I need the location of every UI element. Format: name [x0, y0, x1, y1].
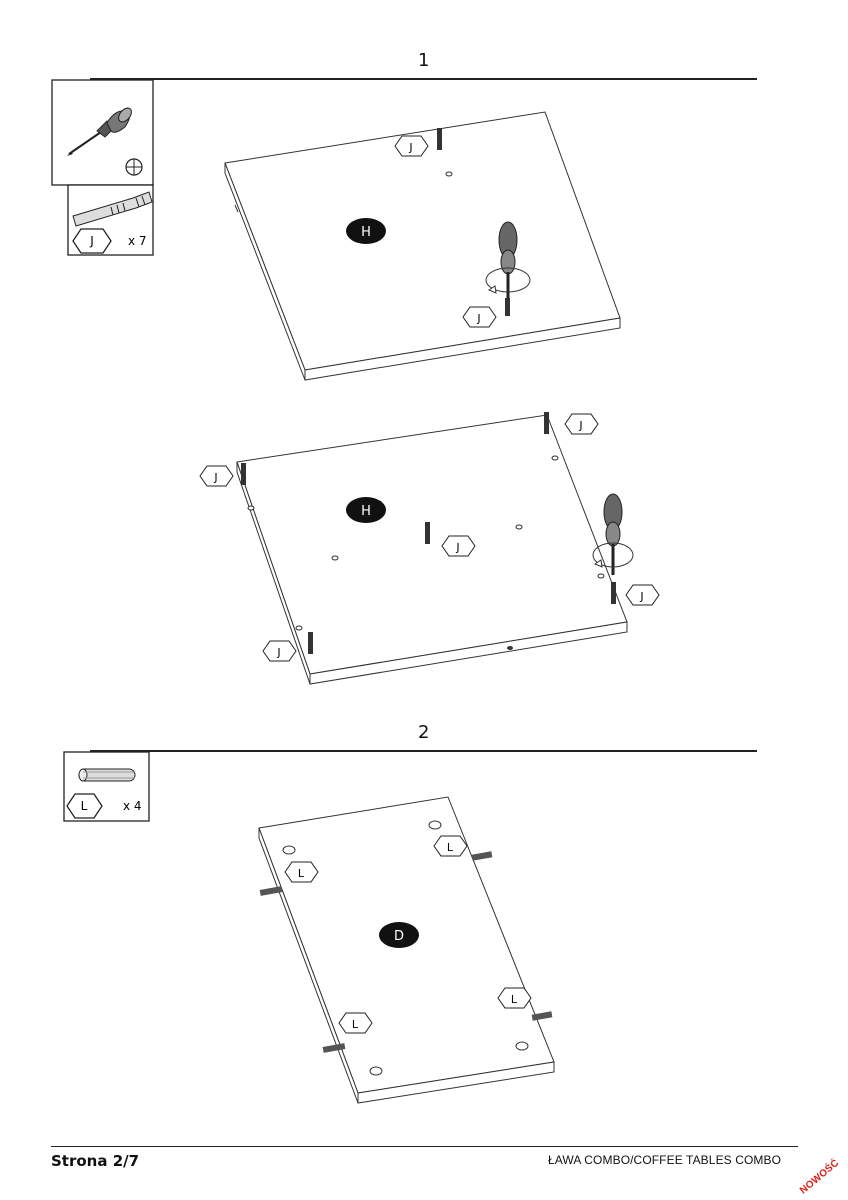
- diagram-step1-bottom: H J J J J J: [199, 412, 660, 685]
- diagram-step2: D L L L L: [258, 796, 555, 1104]
- panel-label-badge: [346, 218, 386, 244]
- step-number-1: 1: [418, 50, 430, 71]
- callout-j-bottom: J: [476, 312, 480, 325]
- step-2-divider: [90, 750, 757, 752]
- part-qty-l: x 4: [123, 799, 142, 813]
- parts-box-2: L x 4: [63, 751, 150, 822]
- part-label-l: L: [81, 799, 88, 813]
- callout-j-top: J: [408, 141, 412, 154]
- callout-j-5: J: [276, 646, 280, 659]
- footer-divider: [51, 1146, 798, 1147]
- panel-label-h: H: [361, 225, 371, 240]
- callout-l-2: L: [298, 867, 305, 880]
- screwdriver-illustration: [485, 221, 531, 316]
- step-1-divider: [90, 78, 757, 80]
- callout-l-3: L: [511, 993, 518, 1006]
- page-number: Strona 2/7: [51, 1152, 140, 1170]
- part-label-hexagon: [72, 228, 112, 254]
- phillips-cross-icon: [125, 158, 143, 176]
- callout-j-2: J: [213, 471, 217, 484]
- panel-label-h: H: [361, 504, 371, 519]
- step-number-2: 2: [418, 722, 430, 743]
- callout-j-4: J: [639, 590, 643, 603]
- part-label-j: J: [89, 234, 94, 248]
- phillips-screwdriver-icon: [67, 107, 132, 156]
- callout-j-1: J: [578, 419, 582, 432]
- dowel-j-icon: [72, 191, 153, 227]
- product-title: ŁAWA COMBO/COFFEE TABLES COMBO: [548, 1153, 782, 1167]
- panel-label-d: D: [394, 929, 404, 944]
- callout-j-3: J: [455, 541, 459, 554]
- new-stamp: NOWOŚĆ: [798, 1157, 842, 1197]
- callout-l-4: L: [352, 1018, 359, 1031]
- diagram-step1-top: H J J: [224, 111, 621, 381]
- part-qty-j: x 7: [128, 234, 147, 248]
- callout-l-1: L: [447, 841, 454, 854]
- parts-box-1: J x 7: [51, 79, 154, 256]
- screwdriver-illustration: [592, 493, 634, 575]
- dowel-l-icon: [78, 768, 136, 782]
